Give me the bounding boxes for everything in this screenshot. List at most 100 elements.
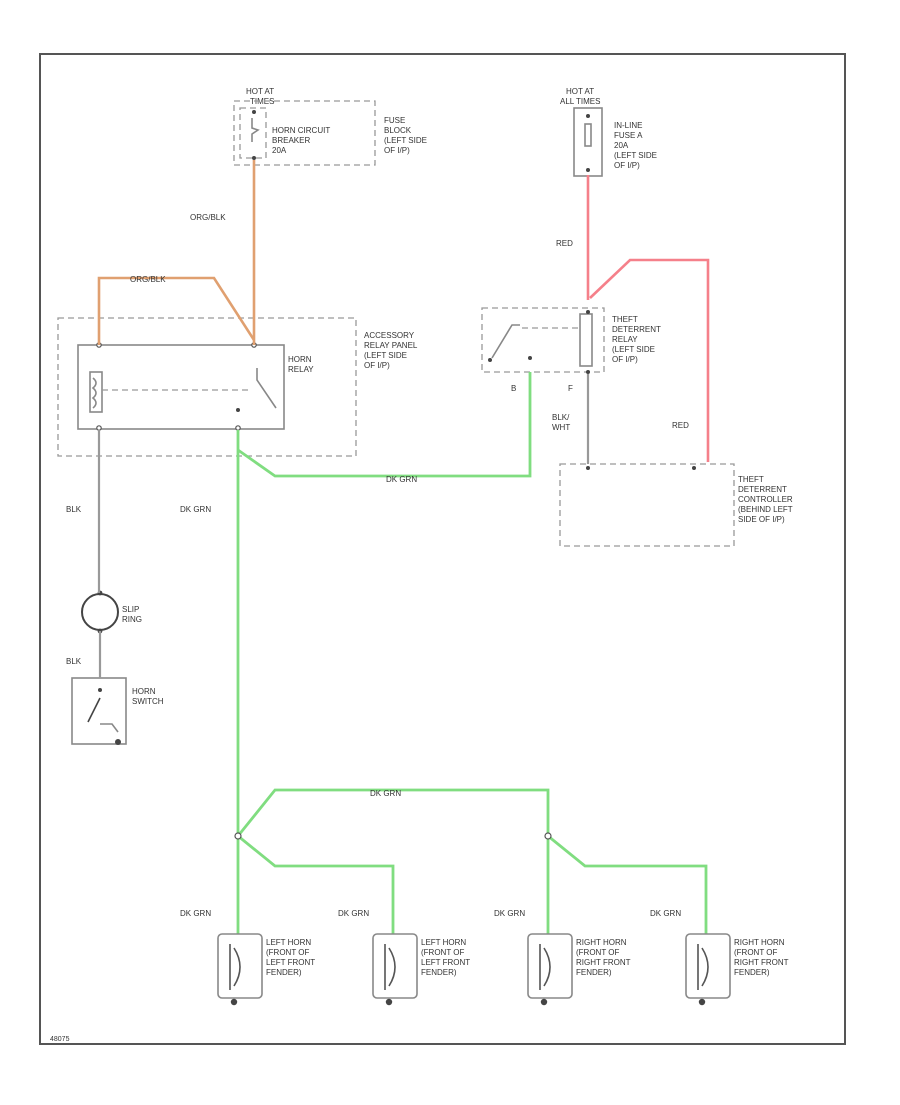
accessory-label-line1: ACCESSORY — [364, 331, 415, 340]
horn-label-line2: (FRONT OF — [576, 948, 620, 957]
controller-terminal-right — [692, 466, 696, 470]
horn-relay-label-line1: HORN — [288, 355, 312, 364]
label-red-right: RED — [672, 421, 689, 430]
horn-body — [217, 933, 263, 999]
theft-relay-contact — [488, 358, 492, 362]
horn-relay-label-line2: RELAY — [288, 365, 314, 374]
fuse-label-line5: OF I/P) — [614, 161, 640, 170]
horn-switch-label-line2: SWITCH — [132, 697, 164, 706]
label-org-blk-vertical: ORG/BLK — [190, 213, 226, 222]
horn-label-line4: FENDER) — [734, 968, 770, 977]
horn-switch-terminal — [98, 688, 102, 692]
wire-dk-grn-horn4 — [547, 834, 708, 934]
horn-label-line1: LEFT HORN — [421, 938, 466, 947]
fuse-block-label-line4: OF I/P) — [384, 146, 410, 155]
horn-bell — [697, 944, 709, 990]
label-dk-grn-horn1: DK GRN — [180, 909, 211, 918]
accessory-label-line4: OF I/P) — [364, 361, 390, 370]
label-blk-upper: BLK — [66, 505, 82, 514]
fuse-terminal-bottom — [586, 168, 590, 172]
horn-switch-label-line1: HORN — [132, 687, 156, 696]
fuse-element — [584, 123, 592, 147]
fuse-label-line1: IN-LINE — [614, 121, 642, 130]
fuse-block-label-line3: (LEFT SIDE — [384, 136, 427, 145]
wire-dk-grn-relay — [237, 372, 532, 478]
fuse-block-outline — [233, 100, 376, 166]
horn-switch-ground — [115, 739, 121, 745]
theft-relay-coil — [579, 313, 593, 367]
controller-label-line4: (BEHIND LEFT — [738, 505, 793, 514]
breaker-hot-at-line1: HOT AT — [246, 87, 274, 96]
horn-label-line4: FENDER) — [266, 968, 302, 977]
relay-terminal-c — [96, 425, 102, 431]
diagram-frame — [39, 53, 846, 1045]
label-org-blk-top: ORG/BLK — [130, 275, 166, 284]
controller-label-line1: THEFT — [738, 475, 764, 484]
theft-deterrent-relay: B F THEFT DETERRENT RELAY (LEFT SIDE OF … — [481, 307, 661, 393]
horn-label-line3: LEFT FRONT — [421, 958, 470, 967]
slip-ring-label-line2: RING — [122, 615, 142, 624]
breaker-outline — [239, 107, 267, 159]
slip-ring-label-line1: SLIP — [122, 605, 139, 614]
wire-red-right — [589, 258, 710, 462]
relay-coil — [89, 371, 103, 413]
horn-label-line4: FENDER) — [576, 968, 612, 977]
controller-terminal-left — [586, 466, 590, 470]
breaker-label-line3: 20A — [272, 146, 287, 155]
theft-relay-switch — [491, 324, 520, 359]
relay-coil-winding — [91, 377, 97, 409]
horn-label-line1: LEFT HORN — [266, 938, 311, 947]
horn-label-line1: RIGHT HORN — [734, 938, 785, 947]
label-dk-grn-horn2: DK GRN — [338, 909, 369, 918]
horn-bell — [229, 944, 241, 990]
controller-label-line2: DETERRENT — [738, 485, 787, 494]
breaker-hot-at-line2: TIMES — [250, 97, 274, 106]
controller-outline — [559, 463, 735, 547]
label-blk-lower: BLK — [66, 657, 82, 666]
accessory-label-line2: RELAY PANEL — [364, 341, 418, 350]
theft-relay-coil-bottom — [586, 370, 590, 374]
theft-relay-label-line2: DETERRENT — [612, 325, 661, 334]
label-blk-wht-line2: WHT — [552, 423, 570, 432]
relay-contact — [236, 408, 240, 412]
label-dk-grn-main: DK GRN — [180, 505, 211, 514]
label-dk-grn-horn4: DK GRN — [650, 909, 681, 918]
horn-label-line3: RIGHT FRONT — [576, 958, 631, 967]
horn-label-line2: (FRONT OF — [266, 948, 310, 957]
fuse-label-line3: 20A — [614, 141, 629, 150]
inline-fuse: HOT AT ALL TIMES IN-LINE FUSE A 20A (LEF… — [560, 87, 657, 177]
label-blk-wht-line1: BLK/ — [552, 413, 570, 422]
horn-circuit-breaker: HOT AT TIMES HORN CIRCUIT BREAKER 20A FU… — [233, 87, 427, 166]
relay-switch-arm — [256, 368, 277, 409]
theft-relay-label-line4: (LEFT SIDE — [612, 345, 655, 354]
theft-relay-pin-b: B — [511, 384, 516, 393]
splice-right — [544, 832, 552, 840]
horn-ground — [540, 998, 548, 1006]
label-red-vertical: RED — [556, 239, 573, 248]
horn-label-line1: RIGHT HORN — [576, 938, 627, 947]
horn-label-line2: (FRONT OF — [734, 948, 778, 957]
horn-body — [527, 933, 573, 999]
theft-deterrent-controller: THEFT DETERRENT CONTROLLER (BEHIND LEFT … — [559, 463, 793, 547]
theft-relay-terminal — [528, 356, 532, 360]
breaker-terminal-top — [252, 110, 256, 114]
theft-relay-label-line3: RELAY — [612, 335, 638, 344]
accessory-label-line3: (LEFT SIDE — [364, 351, 407, 360]
breaker-element — [251, 118, 260, 142]
horn-ground — [385, 998, 393, 1006]
horn-body — [372, 933, 418, 999]
horn-bell — [539, 944, 551, 990]
horn-bell — [384, 944, 396, 990]
label-dk-grn-bus: DK GRN — [370, 789, 401, 798]
horn-ground — [230, 998, 238, 1006]
horn-label-line3: LEFT FRONT — [266, 958, 315, 967]
relay-terminal-d — [235, 425, 241, 431]
accessory-panel-outline — [57, 317, 357, 457]
horn-switch-contact — [87, 697, 101, 723]
